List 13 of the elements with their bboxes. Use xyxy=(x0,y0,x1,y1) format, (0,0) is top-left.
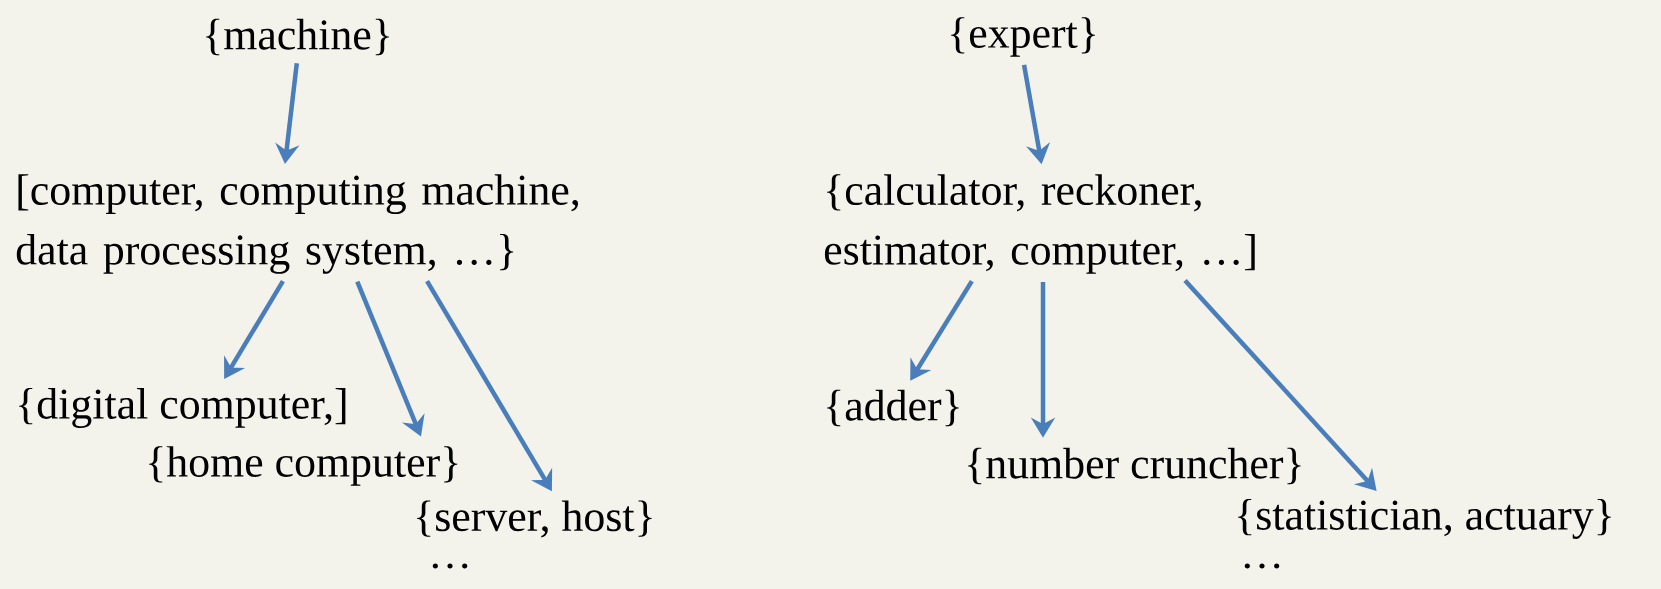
text-label: {number cruncher} xyxy=(968,447,1301,485)
text-label: {expert} xyxy=(951,17,1095,57)
text-label: {calculator, reckoner, estimator, computer, …] xyxy=(824,174,1255,274)
text-label: {machine} xyxy=(206,18,389,56)
text-label: {digital computer,] xyxy=(19,388,346,428)
ellipsis-text: … xyxy=(432,563,468,569)
text-label: {adder} xyxy=(827,389,959,427)
ellipsis-text: … xyxy=(1244,563,1280,569)
text-label: {home computer} xyxy=(149,446,458,486)
text-label: [computer, computing machine, data processing system, …} xyxy=(16,174,578,274)
text-label: {server, host} xyxy=(417,500,652,538)
arrow xyxy=(1183,278,1377,491)
text-label: {statistician, actuary} xyxy=(1238,499,1611,539)
